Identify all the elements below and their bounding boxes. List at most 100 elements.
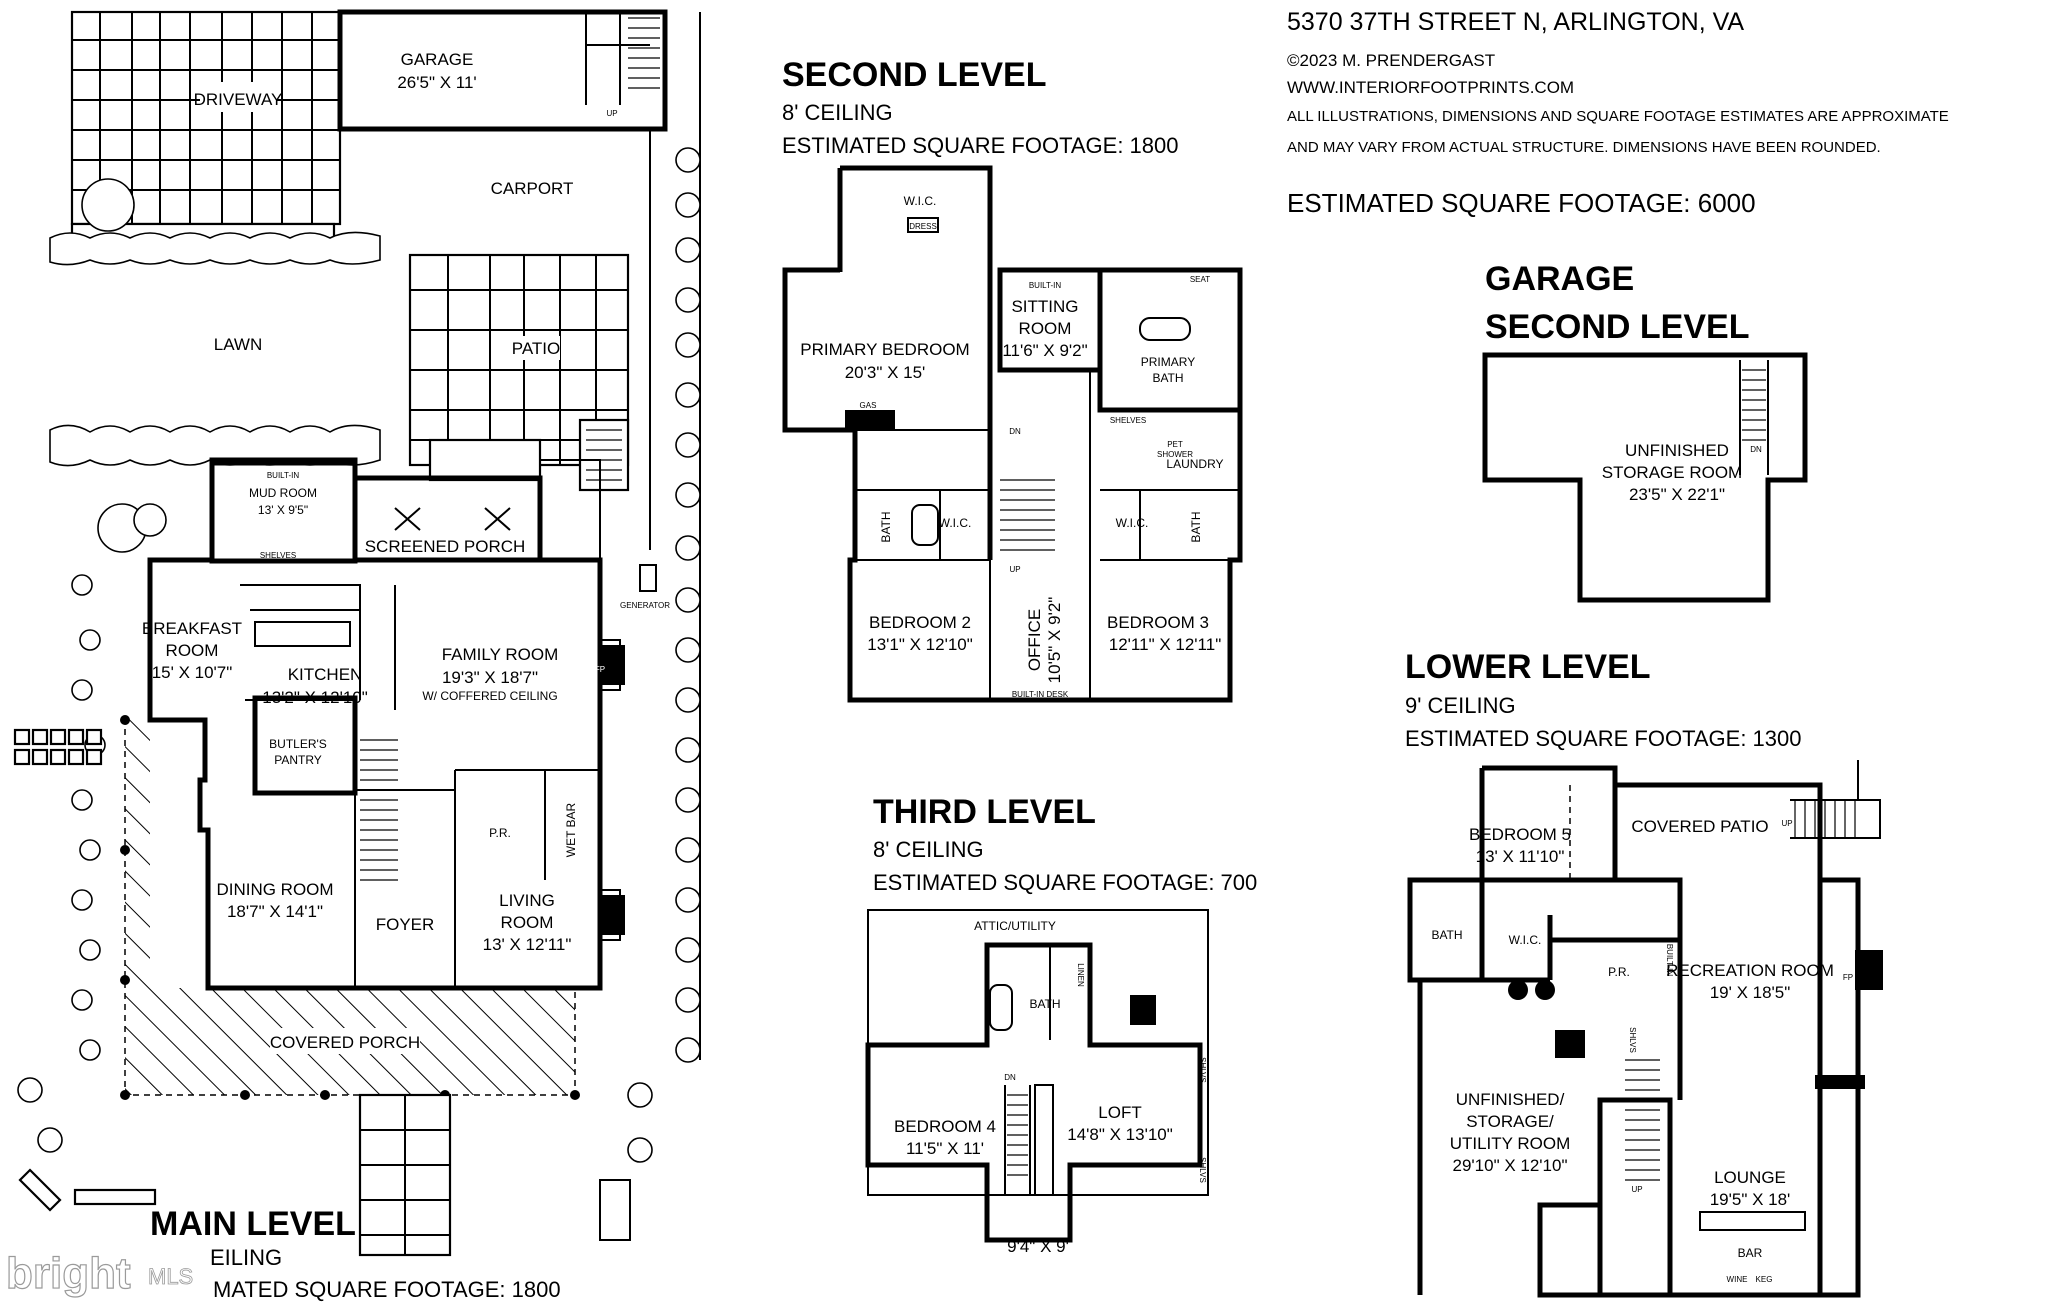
recreation-room-dim: 19' X 18'5" — [1710, 983, 1791, 1002]
main-level: DRIVEWAY GARAGE 26'5" X 11' UP CARPORT L… — [13, 9, 701, 1302]
svg-text:KEG: KEG — [1756, 1275, 1773, 1284]
left-shrubs — [13, 574, 157, 1212]
attic-utility-label: ATTIC/UTILITY — [974, 919, 1056, 933]
garage-walls — [337, 9, 668, 132]
covered-porch-hatch — [125, 718, 575, 1095]
svg-text:UP: UP — [1781, 819, 1792, 828]
svg-text:W.I.C.: W.I.C. — [904, 194, 937, 208]
svg-text:UP: UP — [606, 109, 617, 118]
lower-level-sqft: ESTIMATED SQUARE FOOTAGE: 1300 — [1405, 726, 1802, 751]
foyer-label: FOYER — [376, 915, 435, 934]
svg-text:FP: FP — [1843, 973, 1853, 982]
wet-bar-label: WET BAR — [564, 802, 578, 857]
covered-patio-label: COVERED PATIO — [1631, 817, 1768, 836]
primary-bath-label: PRIMARY — [1141, 355, 1195, 369]
kitchen-label: KITCHEN — [288, 665, 363, 684]
unfinished-storage-dim: 29'10" X 12'10" — [1453, 1156, 1568, 1175]
loft-dim: 14'8" X 13'10" — [1067, 1125, 1173, 1144]
third-bath-label: BATH — [1029, 997, 1060, 1011]
bedroom-2-dim: 13'1" X 12'10" — [867, 635, 973, 654]
lower-bath-label: BATH — [1431, 928, 1462, 942]
lower-powder-room-label: P.R. — [1608, 965, 1630, 979]
svg-text:8' CEILING: 8' CEILING — [782, 100, 893, 125]
butlers-pantry-label: BUTLER'S — [269, 737, 327, 751]
second-level: SECOND LEVEL 8' CEILING ESTIMATED SQUARE… — [782, 56, 1243, 703]
office-dim: 10'5" X 9'2" — [1045, 597, 1064, 684]
mud-room-dim: 13' X 9'5" — [258, 503, 308, 517]
second-level-sqft: ESTIMATED SQUARE FOOTAGE: 1800 — [782, 133, 1179, 158]
breakfast-label: BREAKFAST — [142, 619, 242, 638]
lounge-label: LOUNGE — [1714, 1168, 1786, 1187]
storage-room-dim: 23'5" X 22'1" — [1629, 485, 1725, 504]
svg-text:SHLVS: SHLVS — [1198, 1157, 1207, 1183]
second-level-title: SECOND LEVEL — [782, 56, 1046, 94]
copyright: ©2023 M. PRENDERGAST — [1287, 51, 1495, 70]
svg-text:W/ COFFERED CEILING: W/ COFFERED CEILING — [422, 689, 557, 703]
svg-text:LINEN: LINEN — [1076, 963, 1085, 987]
bright-logo-text: bright — [6, 1249, 131, 1298]
screened-porch-label: SCREENED PORCH — [365, 537, 526, 556]
svg-text:STORAGE/: STORAGE/ — [1466, 1112, 1554, 1131]
svg-text:FP: FP — [595, 665, 605, 674]
third-level-title: THIRD LEVEL — [873, 793, 1096, 831]
total-sqft: ESTIMATED SQUARE FOOTAGE: 6000 — [1287, 188, 1756, 218]
porch-columns — [120, 715, 580, 1100]
ceiling-fan-icon — [394, 507, 511, 531]
bar-label: BAR — [1738, 1246, 1763, 1260]
third-level-sqft: ESTIMATED SQUARE FOOTAGE: 700 — [873, 870, 1257, 895]
carport-label: CARPORT — [491, 179, 574, 198]
shrub-row — [49, 178, 381, 553]
lounge-dim: 19'5" X 18' — [1710, 1190, 1791, 1209]
family-room-dim: 19'3" X 18'7" — [442, 668, 538, 687]
svg-text:ROOM: ROOM — [1019, 319, 1072, 338]
covered-porch-label: COVERED PORCH — [270, 1033, 420, 1052]
family-room-label: FAMILY ROOM — [442, 645, 559, 664]
svg-text:BUILT-IN DESK: BUILT-IN DESK — [1012, 690, 1069, 699]
svg-text:STORAGE ROOM: STORAGE ROOM — [1602, 463, 1742, 482]
kitchen-dim: 13'2" X 12'10" — [262, 688, 368, 707]
breakfast-dim: 15' X 10'7" — [152, 663, 233, 682]
svg-text:BUILT-IN: BUILT-IN — [1665, 944, 1674, 977]
dining-room-dim: 18'7" X 14'1" — [227, 902, 323, 921]
svg-text:SHELVES: SHELVES — [260, 551, 296, 560]
generator-label: GENERATOR — [620, 601, 670, 610]
loft-label: LOFT — [1098, 1103, 1141, 1122]
bedroom-3-dim: 12'11" X 12'11" — [1109, 635, 1221, 654]
garage-label: GARAGE — [401, 50, 474, 69]
svg-text:UP: UP — [1009, 565, 1020, 574]
bedroom-3-label: BEDROOM 3 — [1107, 613, 1209, 632]
bright-mls-watermark: bright MLS — [5, 1248, 193, 1298]
garage-dim: 26'5" X 11' — [397, 73, 476, 92]
patio-label: PATIO — [512, 339, 561, 358]
website: WWW.INTERIORFOOTPRINTS.COM — [1287, 78, 1574, 97]
svg-text:PET: PET — [1167, 440, 1183, 449]
garage-second-title-2: SECOND LEVEL — [1485, 308, 1749, 346]
carport-lines — [649, 12, 701, 1060]
mud-room-label: MUD ROOM — [249, 486, 317, 500]
lower-level: LOWER LEVEL 9' CEILING ESTIMATED SQUARE … — [1405, 648, 1883, 1298]
tree-column — [17, 147, 701, 1163]
third-level: THIRD LEVEL 8' CEILING ESTIMATED SQUARE … — [865, 793, 1257, 1256]
sitting-room-label: SITTING — [1011, 297, 1078, 316]
living-room-label: LIVING — [499, 891, 555, 910]
dining-room-label: DINING ROOM — [216, 880, 333, 899]
svg-text:DN: DN — [1750, 445, 1762, 454]
bedroom-4-label: BEDROOM 4 — [894, 1117, 996, 1136]
office-label: OFFICE — [1025, 609, 1044, 671]
svg-text:9' CEILING: 9' CEILING — [1405, 693, 1516, 718]
svg-text:SHLVS: SHLVS — [1628, 1027, 1637, 1053]
garage-second-level: GARAGE SECOND LEVEL UNFINISHED STORAGE R… — [1482, 260, 1808, 603]
lawn-label: LAWN — [214, 335, 263, 354]
primary-bedroom-dim: 20'3" X 15' — [845, 363, 926, 382]
svg-text:8' CEILING: 8' CEILING — [873, 837, 984, 862]
sitting-room-dim: 11'6" X 9'2" — [1002, 341, 1087, 360]
recreation-room-label: RECREATION ROOM — [1666, 961, 1834, 980]
svg-text:PANTRY: PANTRY — [274, 753, 322, 767]
bedroom-5-dim: 13' X 11'10" — [1476, 847, 1565, 866]
svg-text:DN: DN — [1009, 427, 1021, 436]
svg-text:ROOM: ROOM — [501, 913, 554, 932]
svg-text:SHLVS: SHLVS — [1198, 1057, 1207, 1083]
svg-text:EILING: EILING — [210, 1245, 282, 1270]
svg-text:DN: DN — [1004, 1073, 1016, 1082]
